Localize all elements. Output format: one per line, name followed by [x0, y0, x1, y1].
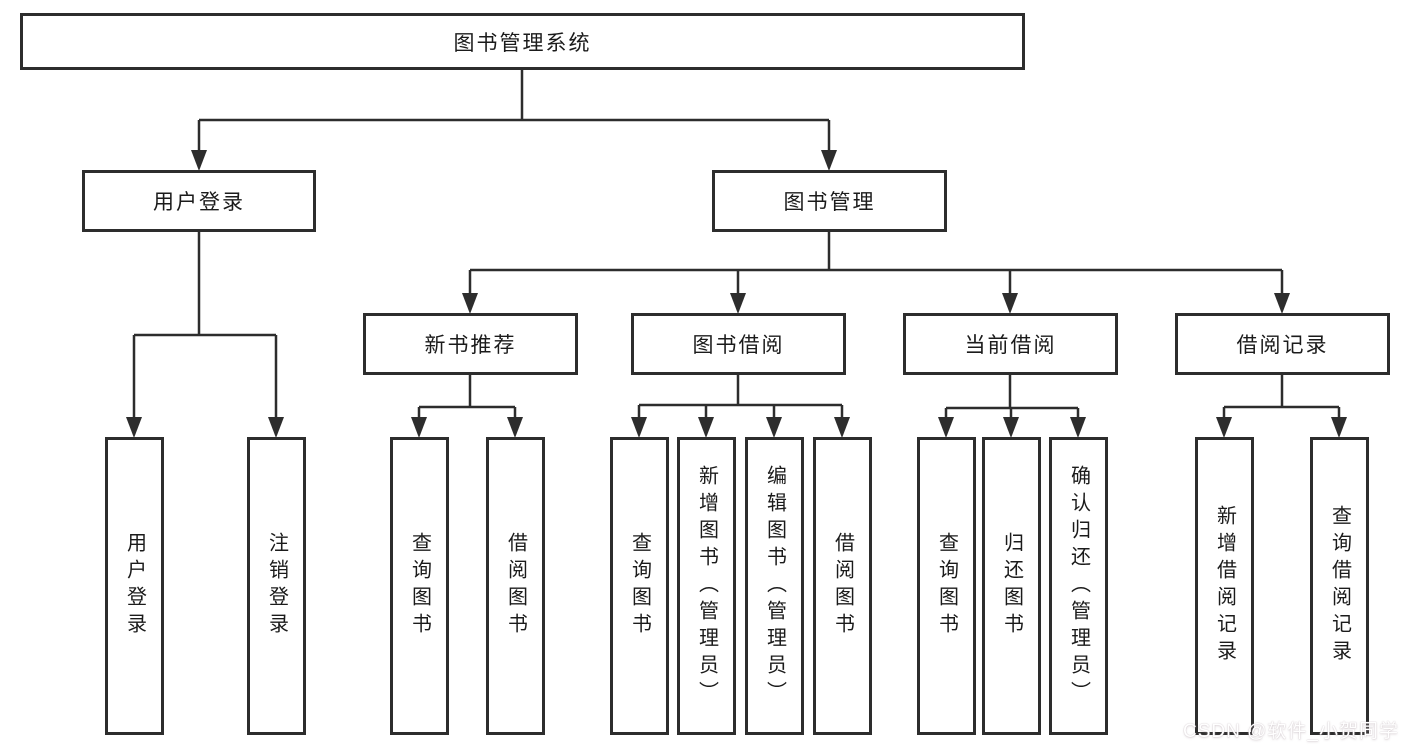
arrowhead-icon: [834, 417, 850, 438]
leaf-label: 查询图书: [408, 532, 431, 640]
arrowhead-icon: [191, 150, 207, 171]
leaf-label: 注销登录: [265, 532, 288, 640]
arrowhead-icon: [462, 293, 478, 314]
leaf-return-books: 归还图书: [982, 437, 1041, 735]
arrowhead-icon: [507, 417, 523, 438]
arrowhead-icon: [1216, 417, 1232, 438]
arrowhead-icon: [1331, 417, 1347, 438]
leaf-borrow-books-recommend: 借阅图书: [486, 437, 545, 735]
arrowhead-icon: [730, 293, 746, 314]
leaf-label: 归还图书: [1000, 532, 1023, 640]
leaf-query-borrow-record: 查询借阅记录: [1310, 437, 1369, 735]
node-book-borrowing: 图书借阅: [631, 313, 846, 375]
arrowhead-icon: [126, 417, 142, 438]
node-current-borrowing: 当前借阅: [903, 313, 1118, 375]
arrowhead-icon: [1274, 293, 1290, 314]
leaf-edit-books-admin: 编辑图书（管理员）: [745, 437, 804, 735]
leaf-borrow-books-borrowing: 借阅图书: [813, 437, 872, 735]
leaf-label: 查询图书: [628, 532, 651, 640]
leaf-label: 用户登录: [123, 532, 146, 640]
arrowhead-icon: [698, 417, 714, 438]
arrowhead-icon: [938, 417, 954, 438]
node-library-management-system: 图书管理系统: [20, 13, 1025, 70]
leaf-add-books-admin: 新增图书（管理员）: [677, 437, 736, 735]
arrowhead-icon: [268, 417, 284, 438]
arrowhead-icon: [411, 417, 427, 438]
node-book-management: 图书管理: [712, 170, 947, 232]
leaf-user-login: 用户登录: [105, 437, 164, 735]
arrowheads: [126, 150, 1347, 438]
arrowhead-icon: [1070, 417, 1086, 438]
leaf-query-books-recommend: 查询图书: [390, 437, 449, 735]
arrowhead-icon: [821, 150, 837, 171]
arrowhead-icon: [1003, 417, 1019, 438]
leaf-label: 编辑图书（管理员）: [763, 464, 786, 708]
watermark-text: CSDN @软件_小贺同学: [1183, 721, 1399, 742]
leaf-confirm-return-admin: 确认归还（管理员）: [1049, 437, 1108, 735]
leaf-label: 新增借阅记录: [1213, 505, 1236, 667]
connector-paths: [132, 70, 1341, 420]
leaf-label: 借阅图书: [831, 532, 854, 640]
leaf-label: 新增图书（管理员）: [695, 464, 718, 708]
leaf-label: 确认归还（管理员）: [1067, 464, 1090, 708]
node-borrowing-records: 借阅记录: [1175, 313, 1390, 375]
arrowhead-icon: [1002, 293, 1018, 314]
leaf-query-books-current: 查询图书: [917, 437, 976, 735]
leaf-query-books-borrowing: 查询图书: [610, 437, 669, 735]
leaf-add-borrow-record: 新增借阅记录: [1195, 437, 1254, 735]
node-new-book-recommendation: 新书推荐: [363, 313, 578, 375]
leaf-label: 查询借阅记录: [1328, 505, 1351, 667]
node-user-login: 用户登录: [82, 170, 316, 232]
arrowhead-icon: [766, 417, 782, 438]
leaf-label: 查询图书: [935, 532, 958, 640]
arrowhead-icon: [631, 417, 647, 438]
leaf-label: 借阅图书: [504, 532, 527, 640]
leaf-logout: 注销登录: [247, 437, 306, 735]
